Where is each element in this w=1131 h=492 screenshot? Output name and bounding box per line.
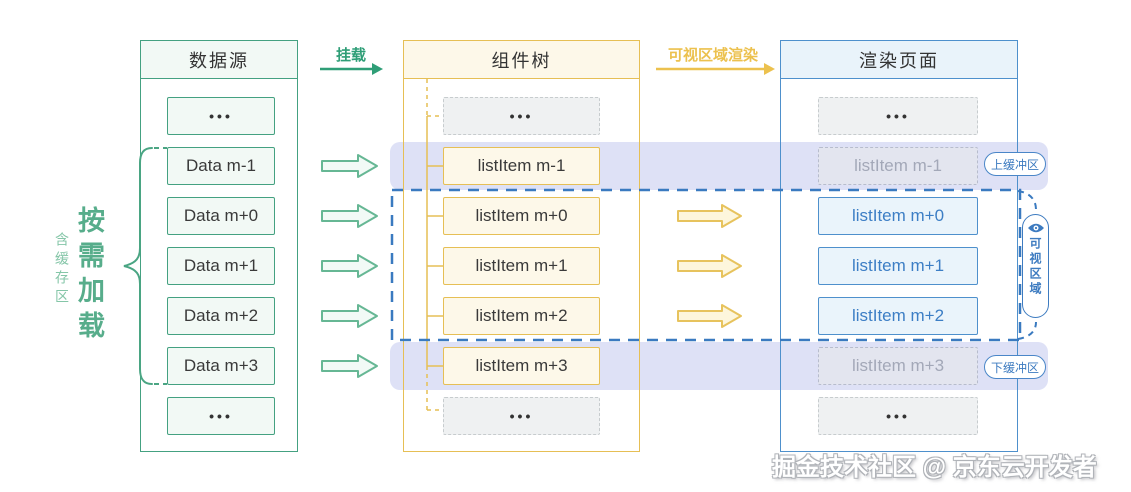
component-tree-item: listItem m-1 [443, 147, 600, 185]
render-page-item: listItem m+1 [818, 247, 978, 285]
flow-arrow-yellow [677, 254, 742, 278]
capsule-connector-bottom [1017, 321, 1037, 340]
render-flow-arrows [677, 204, 742, 328]
data-source-item: Data m+1 [167, 247, 275, 285]
with-cache-label: 含缓存区 [54, 232, 70, 308]
component-tree-column: 组件树 [403, 40, 640, 452]
data-source-item: Data m-1 [167, 147, 275, 185]
capsule-connector-top [1017, 190, 1037, 211]
visible-area-capsule: 可视区域 [1022, 214, 1049, 318]
render-page-item-ellipsis: ••• [818, 397, 978, 435]
flow-arrow-green [321, 254, 378, 278]
load-on-demand-label: 按需加载 [74, 206, 104, 346]
data-source-item: Data m+3 [167, 347, 275, 385]
render-page-title: 渲染页面 [781, 41, 1017, 79]
render-page-item-ellipsis: ••• [818, 97, 978, 135]
lower-buffer-badge: 下缓冲区 [984, 355, 1046, 379]
flow-arrow-green [321, 204, 378, 228]
render-page-item-buffered: listItem m-1 [818, 147, 978, 185]
data-source-item: Data m+2 [167, 297, 275, 335]
data-source-item-ellipsis: ••• [167, 397, 275, 435]
flow-arrow-yellow [677, 204, 742, 228]
component-tree-item: listItem m+0 [443, 197, 600, 235]
data-flow-arrows [321, 154, 378, 378]
flow-arrow-green [321, 154, 378, 178]
upper-buffer-badge: 上缓冲区 [984, 152, 1046, 176]
component-tree-item: listItem m+1 [443, 247, 600, 285]
watermark: 掘金技术社区 @ 京东云开发者 [772, 454, 1097, 481]
render-page-item: listItem m+0 [818, 197, 978, 235]
component-tree-item: listItem m+2 [443, 297, 600, 335]
data-source-item: Data m+0 [167, 197, 275, 235]
flow-arrow-green [321, 354, 378, 378]
component-tree-item: listItem m+3 [443, 347, 600, 385]
eye-icon [1027, 223, 1044, 233]
mount-label: 挂载 [335, 47, 366, 64]
component-tree-title: 组件树 [404, 41, 639, 79]
component-tree-item-ellipsis: ••• [443, 397, 600, 435]
viewport-render-label: 可视区域渲染 [667, 47, 758, 64]
flow-arrow-green [321, 304, 378, 328]
render-page-item: listItem m+2 [818, 297, 978, 335]
component-tree-item-ellipsis: ••• [443, 97, 600, 135]
render-page-item-buffered: listItem m+3 [818, 347, 978, 385]
data-source-item-ellipsis: ••• [167, 97, 275, 135]
visible-area-label: 可视区域 [1028, 237, 1042, 297]
flow-arrow-yellow [677, 304, 742, 328]
data-source-title: 数据源 [141, 41, 297, 79]
